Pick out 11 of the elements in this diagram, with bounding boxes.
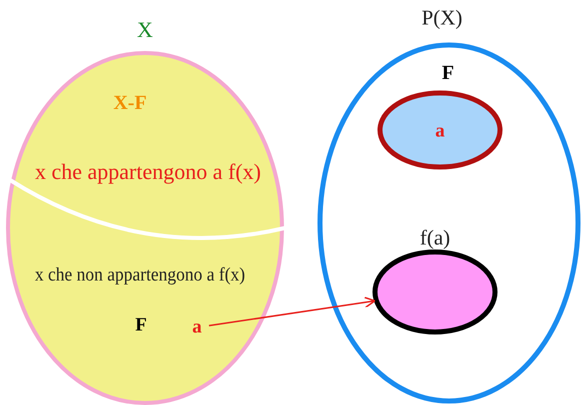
set-label: F	[442, 63, 454, 83]
element-label: a	[192, 318, 202, 336]
region-label: x che non appartengono a f(x)	[34, 266, 246, 284]
set-label: P(X)	[422, 8, 462, 28]
element-label: a	[435, 122, 445, 140]
subset-label: X-F	[113, 93, 147, 113]
set-label: X	[137, 19, 153, 41]
set-label: F	[135, 316, 147, 334]
arrow	[208, 296, 376, 326]
region-label: x che appartengono a f(x)	[35, 161, 261, 183]
set-label: f(a)	[420, 228, 450, 248]
